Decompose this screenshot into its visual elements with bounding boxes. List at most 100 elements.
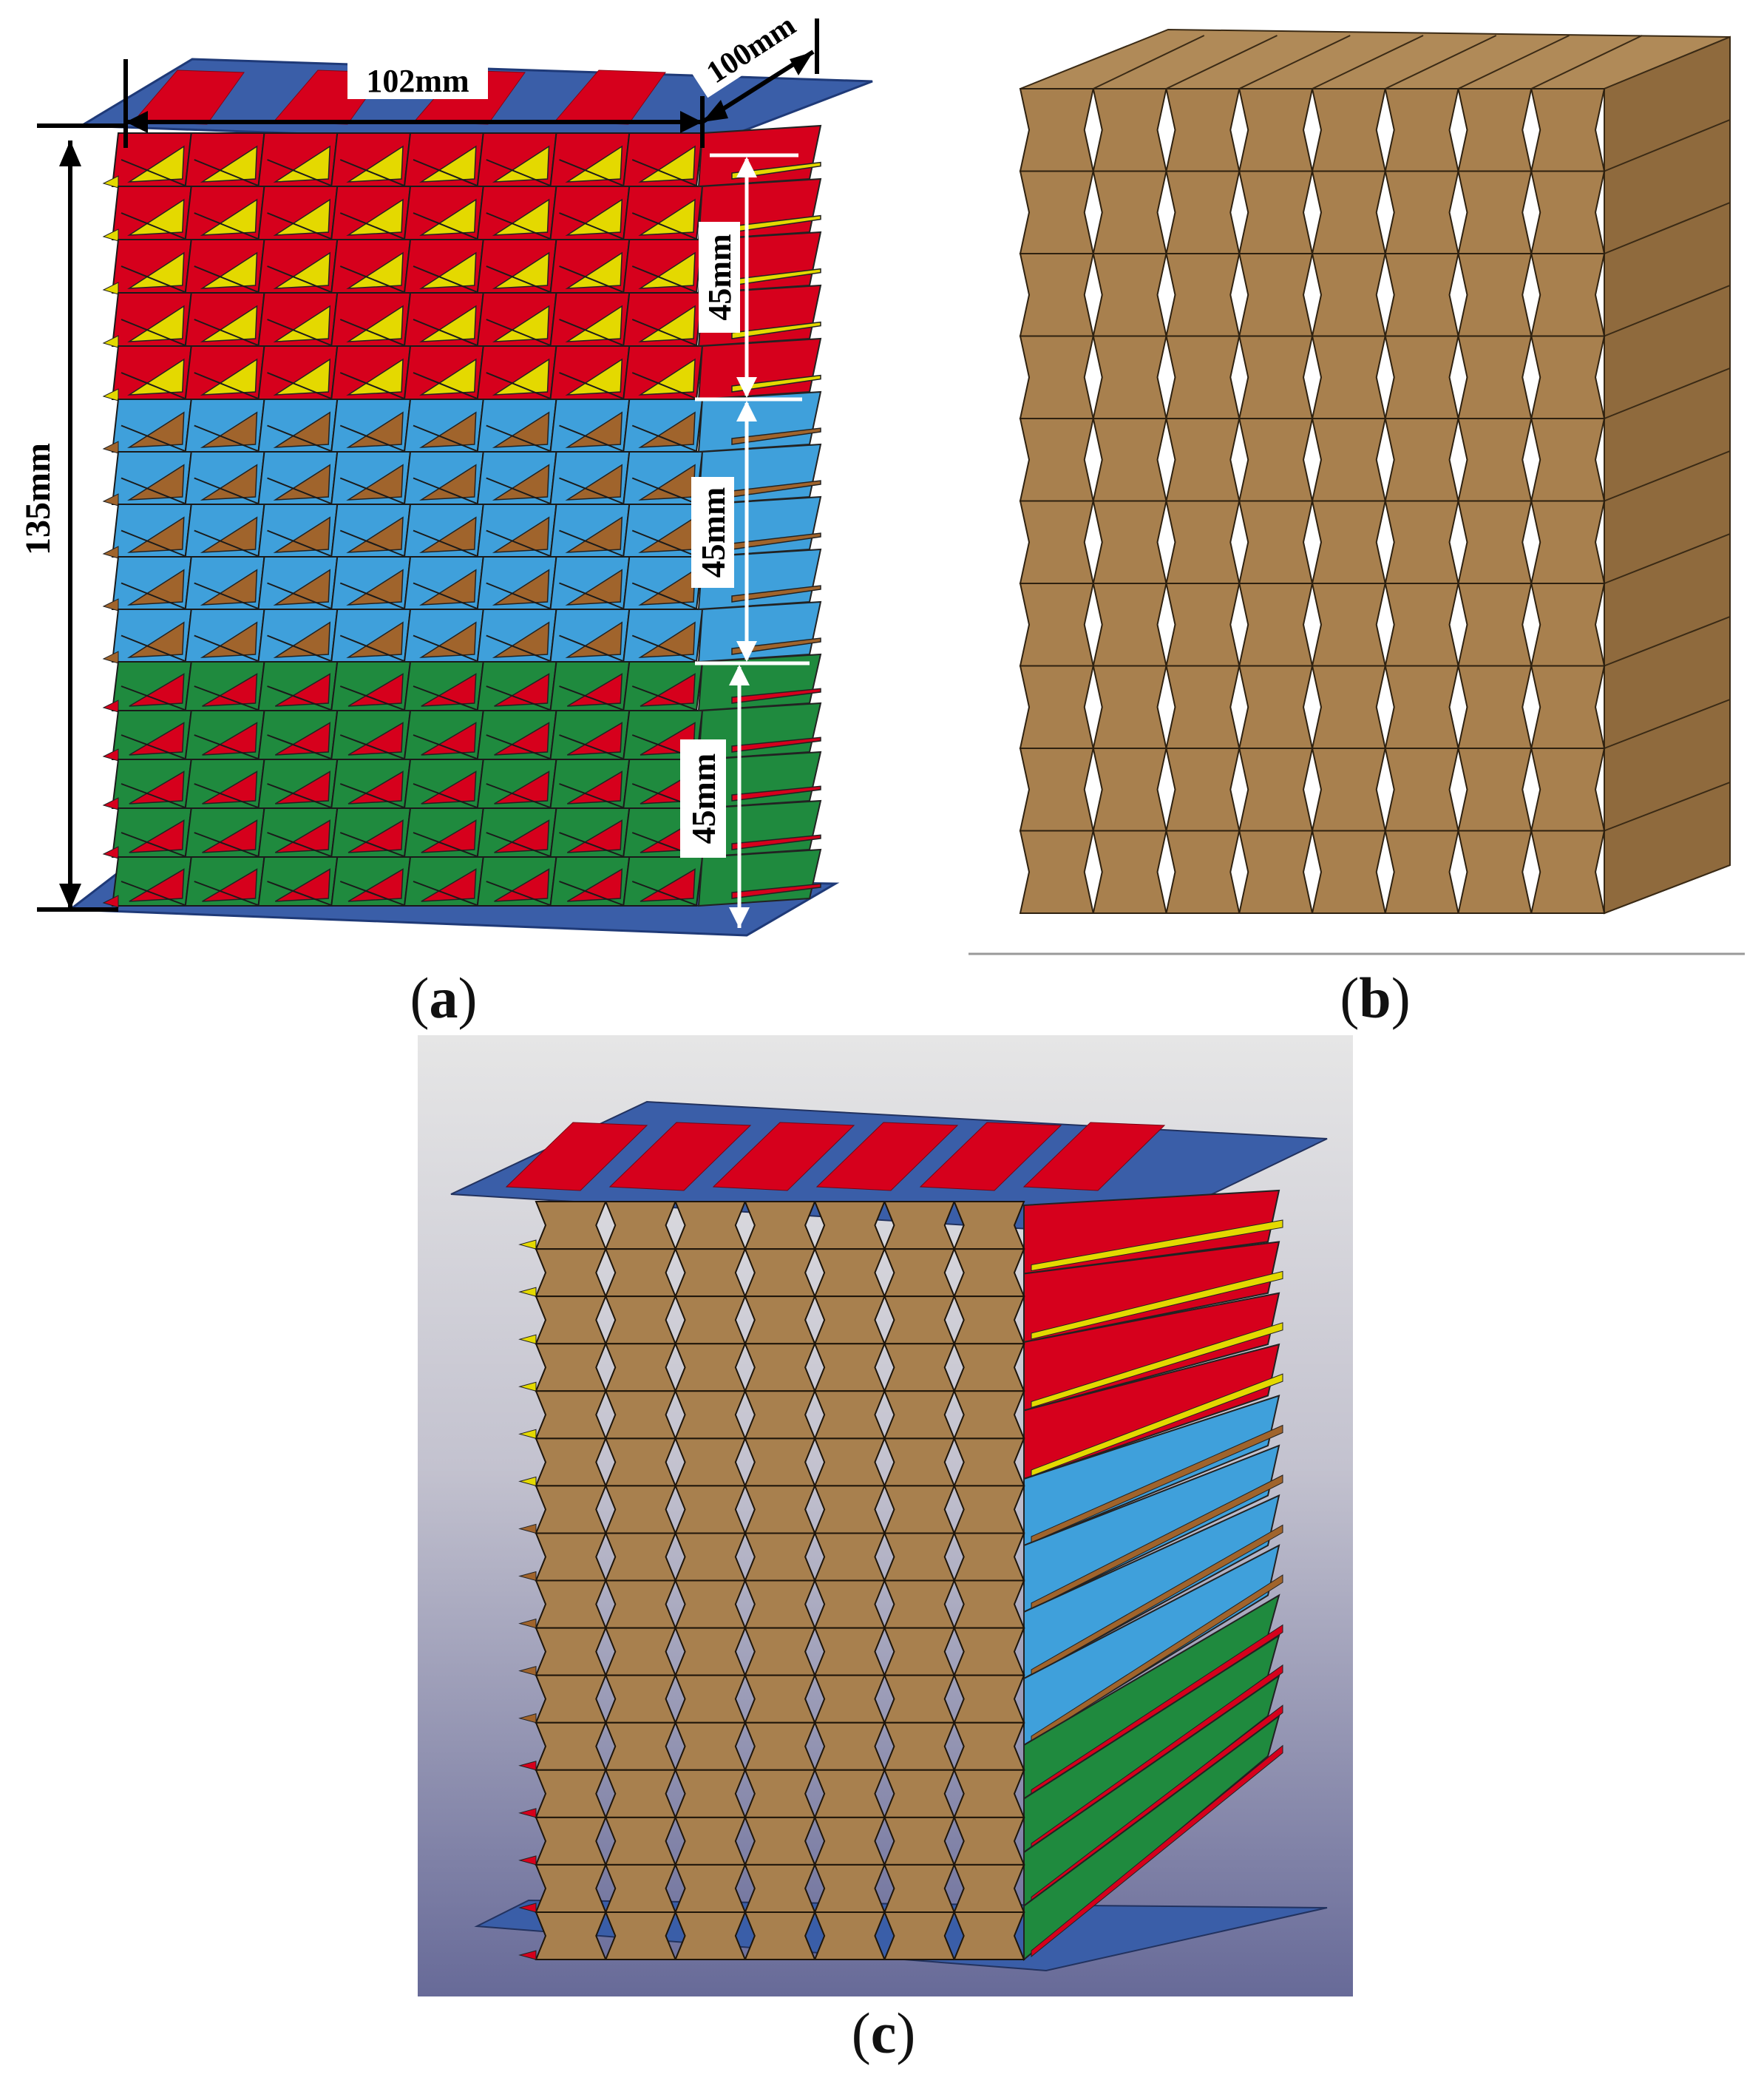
top-crease (1530, 35, 1643, 89)
hourglass-cell (1238, 88, 1314, 172)
c-hourglass-cell (883, 1816, 956, 1866)
panel-a: 102mm 100mm 135mm 45mm 45mm 45mm (0, 0, 887, 961)
front-crease (559, 212, 625, 240)
c-hourglass-cell (674, 1532, 747, 1582)
front-crease (413, 734, 480, 760)
section-top-label: 45mm (702, 234, 738, 320)
hourglass-cell (1165, 418, 1241, 502)
hourglass-cell (1238, 500, 1314, 584)
front-fold-triangle (565, 251, 623, 289)
front-crease (631, 212, 699, 240)
c-hourglass-cell (744, 1769, 816, 1818)
front-crease (267, 783, 333, 809)
c-hourglass-cell (744, 1911, 816, 1960)
front-crease (559, 319, 625, 347)
front-fold-triangle (273, 464, 331, 501)
c-hourglass-cell (535, 1769, 607, 1818)
c-hourglass-cell (953, 1627, 1025, 1676)
front-crease (559, 832, 625, 858)
front-crease (339, 529, 407, 558)
hourglass-cell (1019, 500, 1094, 584)
hourglass-cell (1530, 335, 1606, 419)
front-fold-triangle (274, 819, 331, 853)
front-edge-tab (102, 598, 119, 612)
front-crease (339, 832, 407, 858)
side-fold-strip (731, 883, 821, 899)
front-crease (339, 212, 407, 240)
front-fold-triangle (200, 516, 258, 553)
hourglass-cell (1384, 500, 1459, 584)
front-crease (267, 319, 333, 347)
front-crease (339, 634, 407, 663)
c-hourglass-cell (604, 1674, 677, 1724)
hourglass-cell (1019, 418, 1094, 502)
c-hourglass-cell (535, 1627, 607, 1676)
hourglass-cell (1311, 500, 1386, 584)
front-fold-triangle (566, 722, 623, 756)
front-crease (121, 783, 188, 809)
c-hourglass-cell (744, 1863, 816, 1913)
hourglass-cell (1019, 748, 1094, 832)
c-edge-tab (518, 1239, 537, 1250)
c-top-stripe (505, 1122, 648, 1191)
c-hourglass-cell (883, 1627, 956, 1676)
front-edge-tab (102, 700, 119, 713)
front-crease (339, 783, 407, 809)
c-hourglass-cell (883, 1343, 956, 1392)
hourglass-cell (1384, 748, 1459, 832)
c-hourglass-cell (674, 1390, 747, 1440)
front-crease (559, 265, 625, 294)
hourglass-cell (1384, 418, 1459, 502)
front-crease (413, 582, 480, 610)
c-hourglass-cell (535, 1532, 607, 1582)
front-fold-triangle (494, 868, 550, 902)
c-top-stripe (919, 1122, 1062, 1191)
c-hourglass-cell (604, 1390, 677, 1440)
c-hourglass-cell (744, 1248, 816, 1298)
front-fold-triangle (638, 198, 696, 236)
front-fold-triangle (346, 569, 404, 606)
hourglass-cell (1311, 335, 1386, 419)
front-fold-triangle (202, 722, 258, 756)
front-crease (194, 832, 260, 858)
c-hourglass-cell (883, 1911, 956, 1960)
front-edge-tab (102, 282, 119, 295)
c-hourglass-cell (674, 1485, 747, 1534)
c-hourglass-cell (953, 1769, 1025, 1818)
hourglass-cell (1530, 830, 1606, 914)
c-hourglass-cell (674, 1911, 747, 1960)
front-fold-triangle (418, 516, 477, 553)
hourglass-cell (1384, 253, 1459, 337)
front-fold-triangle (202, 673, 258, 707)
side-crease (1604, 616, 1731, 667)
c-hourglass-cell (604, 1343, 677, 1392)
c-hourglass-cell (535, 1816, 607, 1866)
hourglass-cell (1457, 170, 1533, 254)
front-crease (559, 159, 625, 187)
front-fold-triangle (347, 722, 404, 756)
c-hourglass-cell (744, 1390, 816, 1440)
hourglass-cell (1238, 665, 1314, 749)
front-crease (194, 634, 260, 663)
hourglass-cell (1165, 830, 1241, 914)
c-hourglass-cell (535, 1721, 607, 1771)
front-fold-triangle (565, 464, 623, 501)
front-fold-triangle (640, 673, 696, 707)
hourglass-cell (1238, 583, 1314, 667)
front-fold-triangle (273, 251, 331, 289)
front-fold-triangle (127, 251, 185, 289)
c-hourglass-cell (883, 1721, 956, 1771)
hourglass-cell (1092, 665, 1167, 749)
front-crease (121, 634, 188, 663)
front-fold-triangle (126, 569, 185, 606)
front-crease (486, 319, 552, 347)
c-hourglass-cell (674, 1343, 747, 1392)
front-fold-triangle (565, 411, 623, 448)
height-label: 135mm (18, 443, 58, 555)
front-crease (559, 734, 625, 760)
front-fold-triangle (492, 251, 550, 289)
front-fold-triangle (565, 621, 623, 658)
c-hourglass-cell (674, 1674, 747, 1724)
hourglass-cell (1165, 583, 1241, 667)
panel-c-drawing (418, 1035, 1353, 1996)
